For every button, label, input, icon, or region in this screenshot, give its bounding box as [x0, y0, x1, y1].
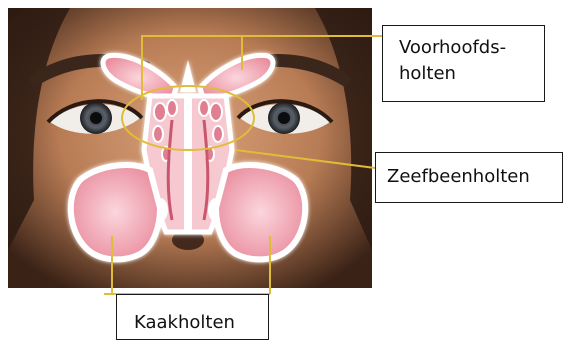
label-maxillary-sinus: Kaakholten: [116, 294, 269, 340]
label-frontal-sinus: Voorhoofds- holten: [382, 25, 545, 102]
maxillary-sinus-left: [71, 165, 160, 259]
maxillary-sinus-right: [216, 165, 305, 259]
label-ethmoid-sinus: Zeefbeenholten: [375, 152, 563, 203]
